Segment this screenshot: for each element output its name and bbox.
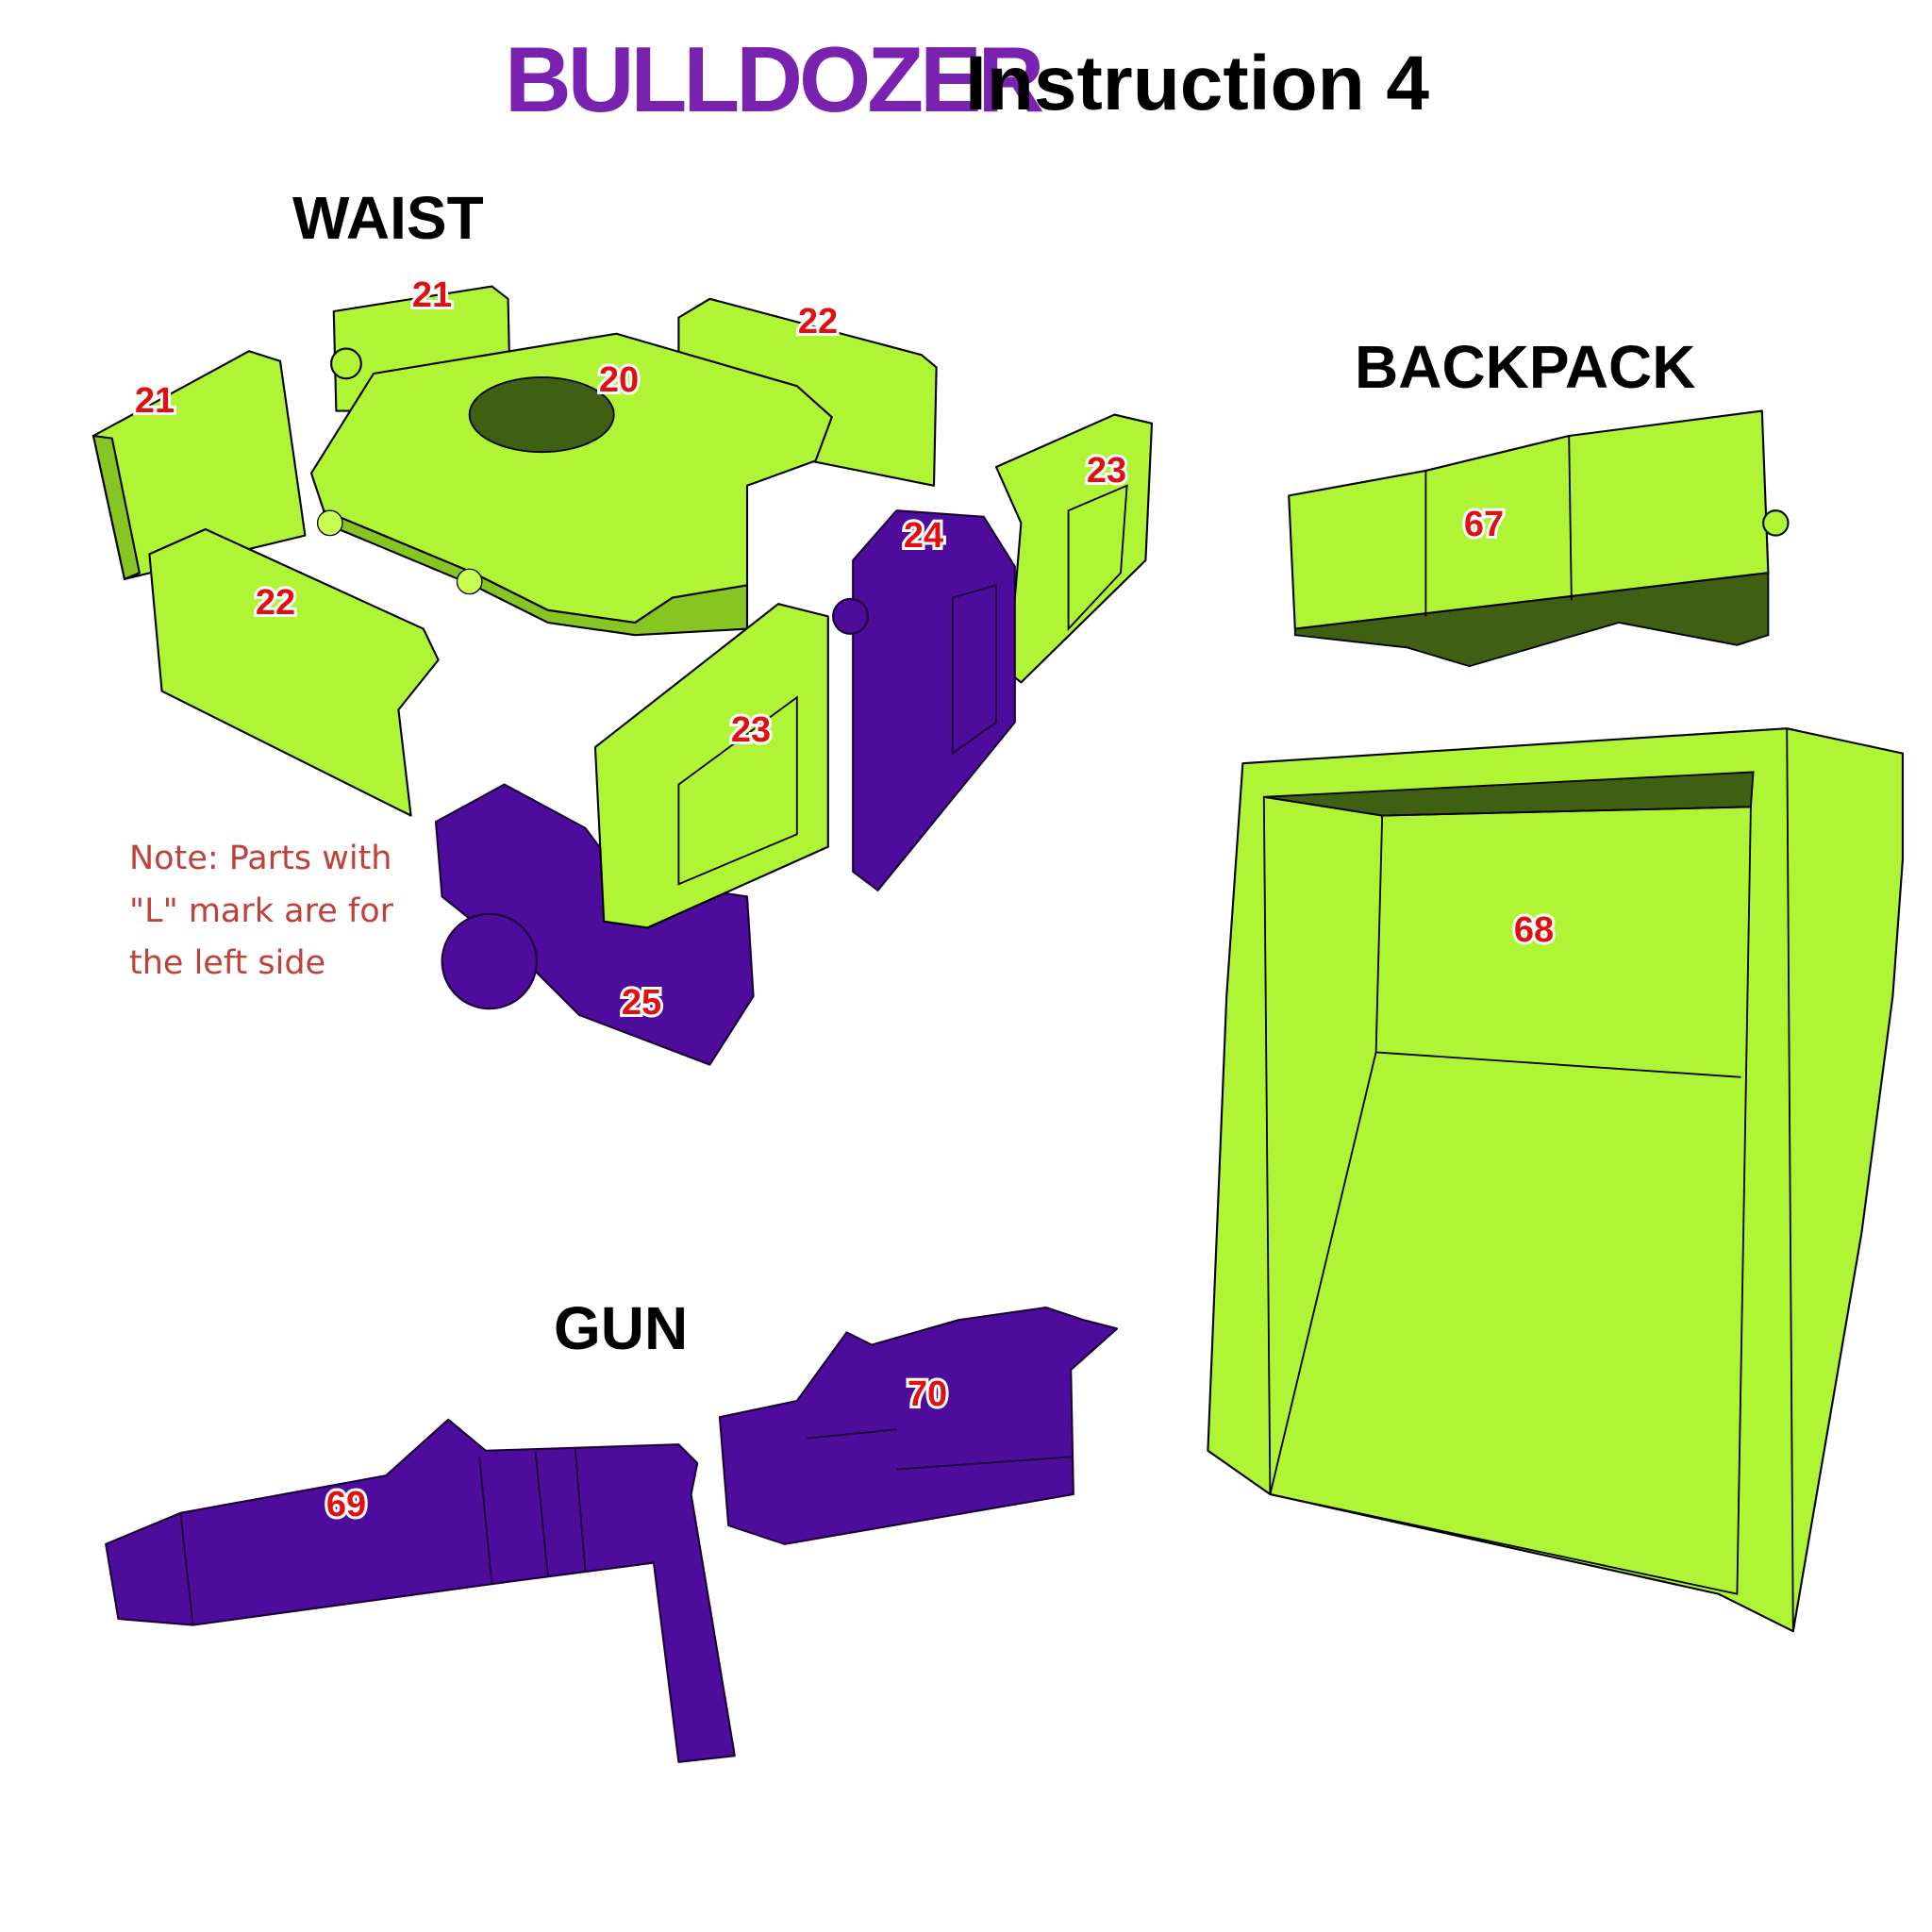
part-24 <box>852 509 1016 891</box>
panel-recess <box>951 584 997 756</box>
label-part-23: 23 <box>1087 451 1126 491</box>
seam <box>179 1512 194 1625</box>
title-subtitle: Instruction 4 <box>965 41 1429 126</box>
section-waist: WAIST <box>292 184 484 252</box>
seam <box>1269 1052 1377 1495</box>
label-part-68: 68 <box>1514 910 1554 950</box>
parts-drawing <box>92 285 1905 1763</box>
label-part-69: 69 <box>326 1485 366 1524</box>
part-21-left-side <box>92 434 142 581</box>
section-backpack: BACKPACK <box>1355 333 1695 401</box>
part-69 <box>105 1418 736 1763</box>
label-part-20: 20 <box>599 360 639 400</box>
label-part-70: 70 <box>908 1374 947 1414</box>
seam <box>1375 1051 1741 1078</box>
panel-recess <box>677 695 798 886</box>
part-67-underside <box>1293 572 1770 668</box>
seam <box>1374 815 1384 1053</box>
part-20-side <box>323 508 749 637</box>
label-part-21: 21 <box>412 275 452 315</box>
seam <box>574 1449 587 1572</box>
part-23-middle <box>593 603 829 929</box>
note-line-2: "L" mark are for <box>129 892 394 930</box>
part-23-right <box>994 413 1154 684</box>
label-part-21: 21 <box>135 381 175 421</box>
seam <box>534 1452 549 1575</box>
seam <box>807 1428 897 1440</box>
label-part-24: 24 <box>904 516 943 556</box>
label-part-22: 22 <box>256 583 295 623</box>
note: Note: Parts with "L" mark are for the le… <box>129 840 394 982</box>
seam <box>478 1457 493 1585</box>
label-part-25: 25 <box>622 983 661 1023</box>
title-brand: BULLDOZER <box>505 27 1042 131</box>
peg <box>316 509 343 537</box>
part-22-bottom <box>148 527 440 817</box>
peg <box>330 347 362 380</box>
seam <box>1568 435 1573 601</box>
part-20-waist <box>309 332 833 625</box>
label-part-67: 67 <box>1464 505 1504 544</box>
panel-recess <box>1067 484 1128 631</box>
peg <box>832 597 870 635</box>
waist-socket-hole <box>468 376 615 454</box>
part-68-inner <box>1262 795 1752 1595</box>
note-line-1: Note: Parts with <box>129 840 391 877</box>
seam <box>896 1456 1072 1471</box>
peg <box>1762 509 1790 537</box>
part-70 <box>718 1306 1119 1545</box>
part-labels: 21 21 20 22 22 23 24 23 25 67 68 69 70 <box>132 273 1557 1527</box>
note-line-3: the left side <box>129 944 325 982</box>
peg <box>456 568 483 595</box>
label-part-22: 22 <box>798 302 838 341</box>
label-part-23: 23 <box>731 710 771 750</box>
section-gun: GUN <box>554 1294 688 1362</box>
seam <box>1786 728 1794 1632</box>
part-68 <box>1207 727 1905 1633</box>
ball-joint <box>441 912 538 1010</box>
